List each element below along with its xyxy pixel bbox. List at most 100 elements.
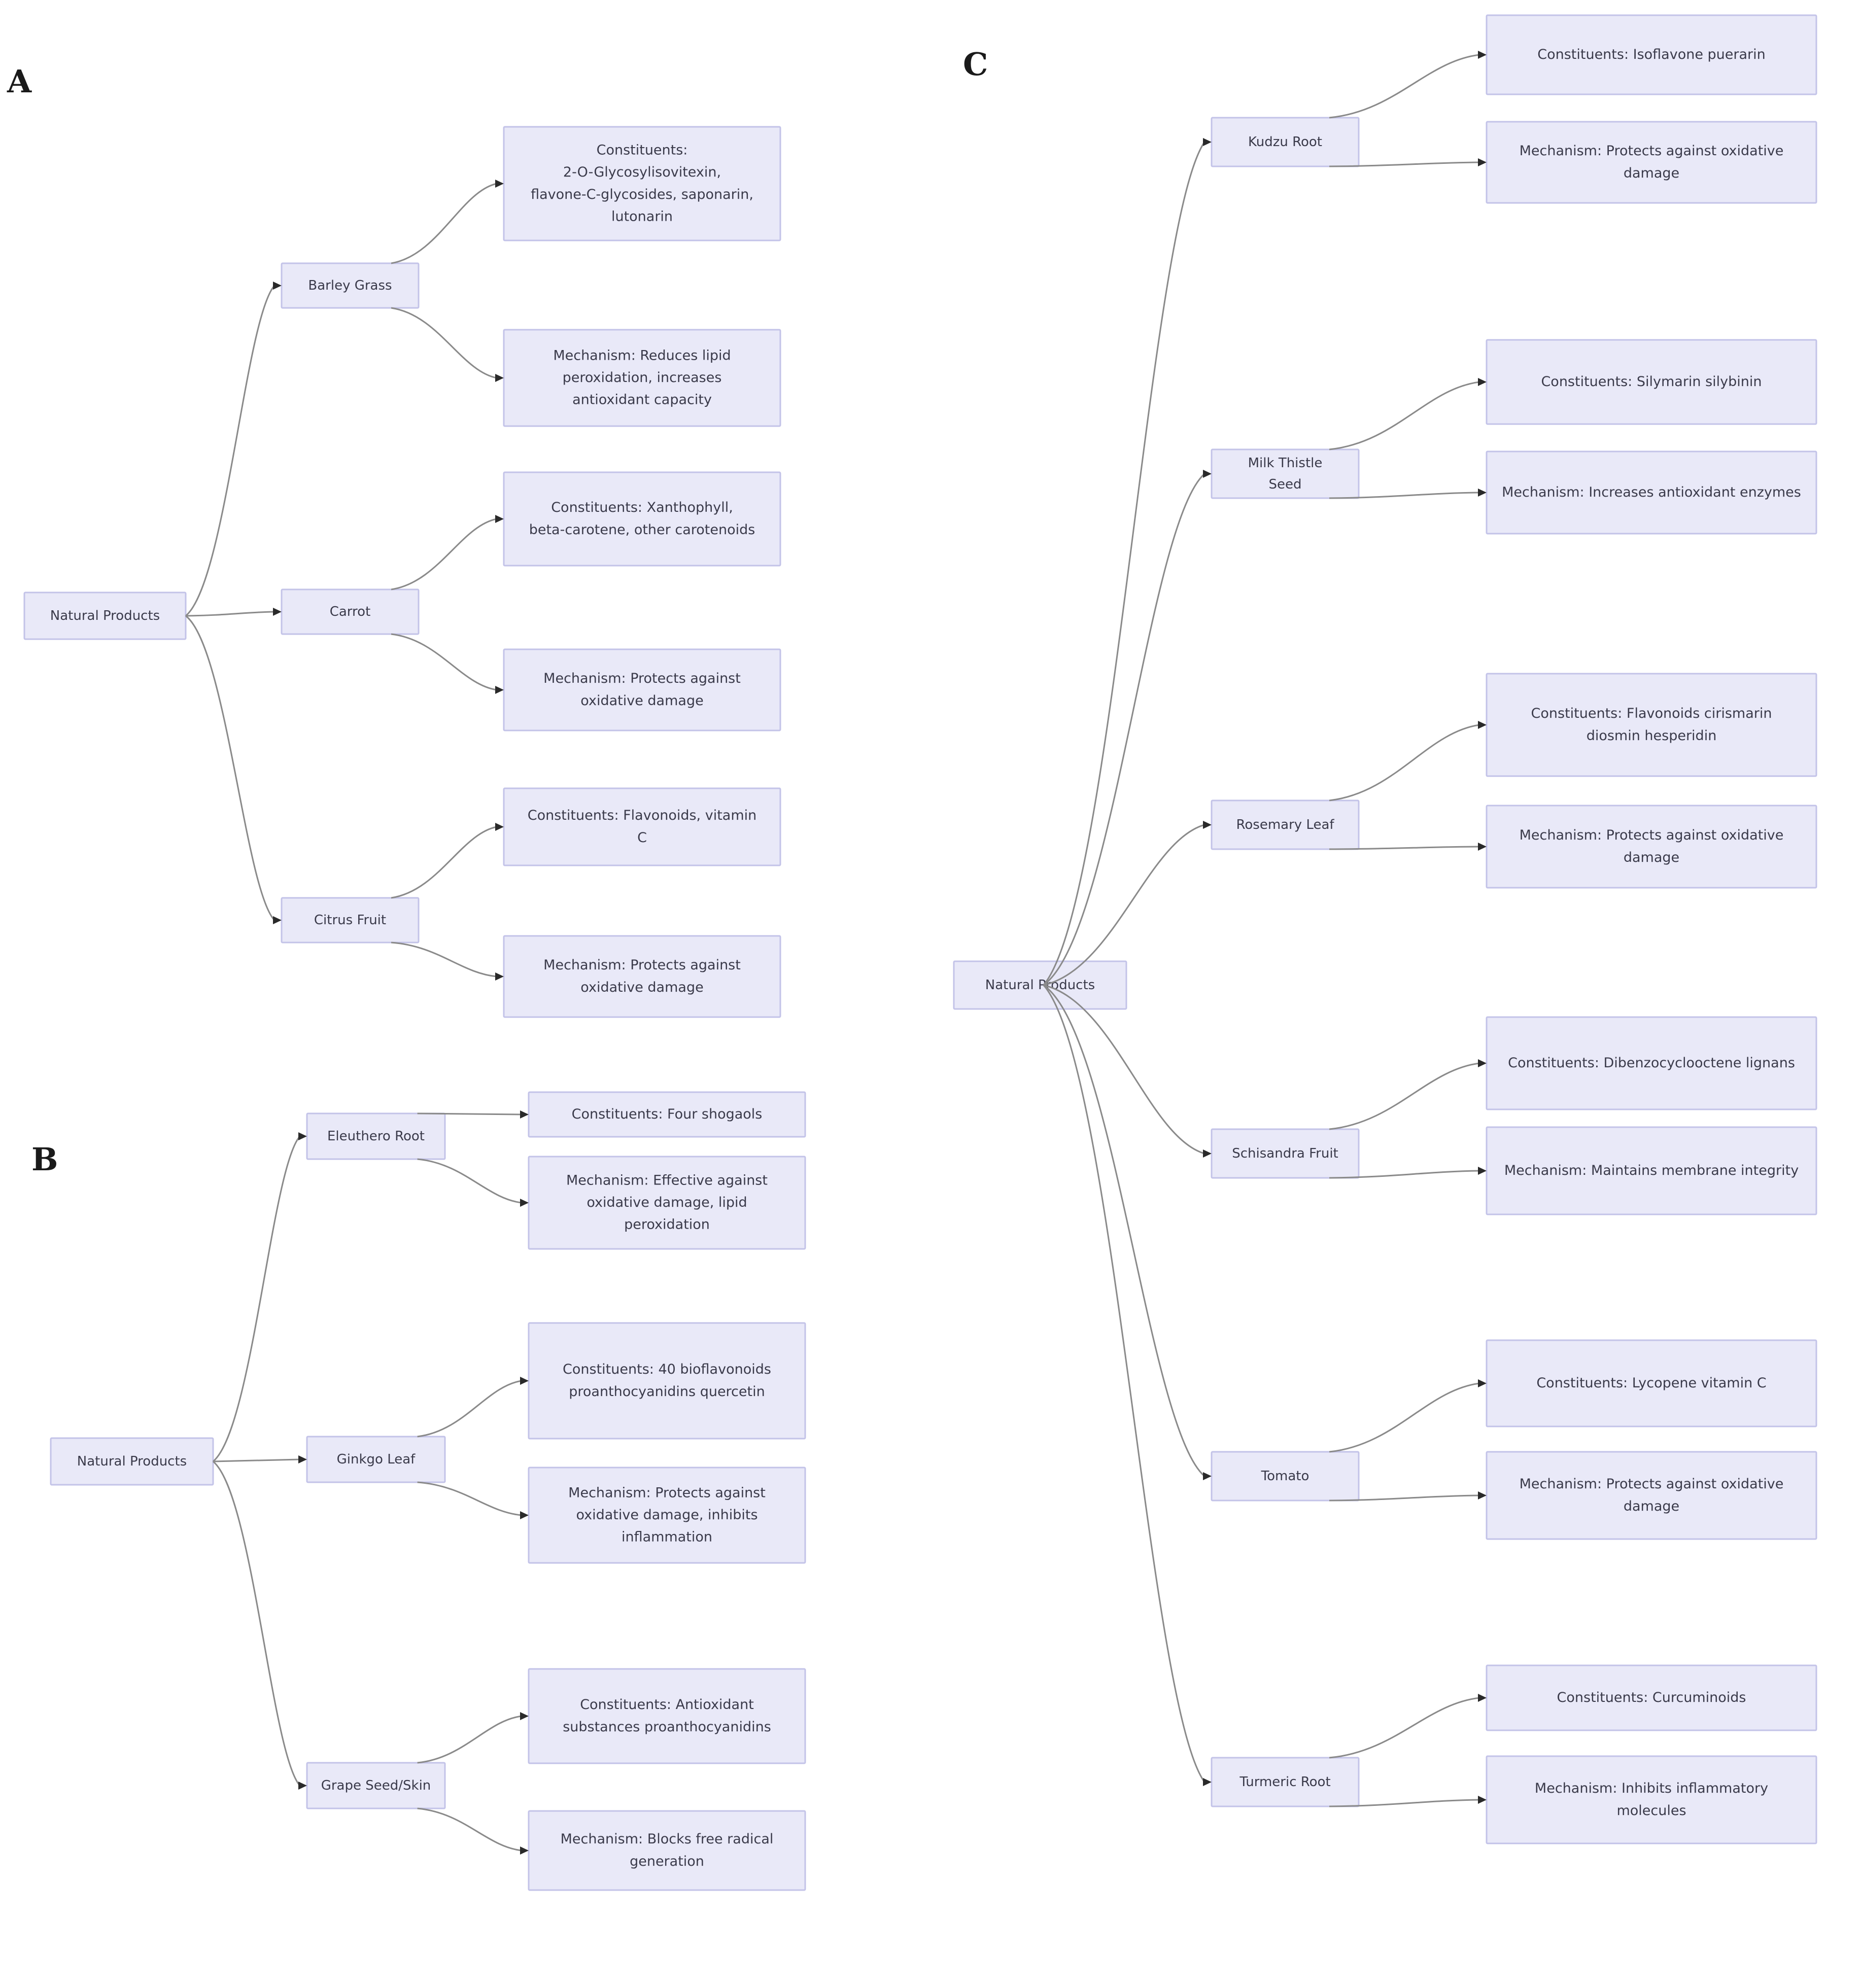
panel-a-edge-branch-3-to-mechanism (391, 941, 504, 981)
panel-b-branch-3-mechanism-box (528, 1810, 806, 1891)
panel-c-edge-branch-5-to-constituents-line (1329, 1382, 1480, 1453)
panel-a-branch-1-constituents[interactable]: Constituents:2-O-Glycosylisovitexin,flav… (503, 126, 781, 241)
panel-c-branch-2-mechanism[interactable]: Mechanism: Increases antioxidant enzymes (1486, 450, 1817, 535)
panel-c-branch-5[interactable]: Tomato (1211, 1451, 1360, 1502)
panel-c-branch-1-constituents[interactable]: Constituents: Isoflavone puerarin (1486, 14, 1817, 95)
panel-c-branch-6[interactable]: Turmeric Root (1211, 1757, 1360, 1807)
panel-c-edge-branch-1-to-mechanism-line (1329, 161, 1480, 167)
panel-a-edge-root-to-branch-1 (185, 282, 282, 617)
panel-c-edge-branch-3-to-constituents-arrowhead (1478, 721, 1487, 729)
panel-c-root-natural-products[interactable]: Natural Products (953, 960, 1127, 1010)
panel-c-branch-5-constituents[interactable]: Constituents: Lycopene vitamin C (1486, 1339, 1817, 1427)
panel-c-branch-5-mechanism-box (1486, 1451, 1817, 1540)
panel-a-branch-3-mechanism-box (503, 935, 781, 1018)
panel-c-edge-root-to-branch-4-line (1043, 984, 1205, 1155)
panel-b-edge-branch-1-to-constituents-arrowhead (520, 1110, 529, 1119)
panel-c-branch-4-label: Schisandra Fruit (1232, 1146, 1338, 1161)
panel-b-edge-branch-2-to-mechanism-line (417, 1481, 522, 1516)
panel-a-edge-branch-2-to-constituents (391, 515, 504, 590)
panel-a-edge-root-to-branch-3-arrowhead (273, 916, 282, 924)
panel-c-edge-root-to-branch-5-line (1043, 984, 1205, 1477)
panel-c-edge-root-to-branch-2 (1043, 470, 1212, 986)
panel-c-branch-1[interactable]: Kudzu Root (1211, 117, 1360, 167)
panel-b-branch-2[interactable]: Ginkgo Leaf (306, 1436, 446, 1483)
panel-b-edge-root-to-branch-1-line (213, 1136, 301, 1462)
panel-a-branch-3-constituents-box (503, 787, 781, 866)
panel-c-edge-branch-4-to-constituents (1329, 1059, 1487, 1130)
panel-a-branch-2[interactable]: Carrot (281, 588, 420, 635)
panel-a-root-natural-products[interactable]: Natural Products (23, 591, 187, 640)
panel-a-branch-3[interactable]: Citrus Fruit (281, 897, 420, 944)
panel-b-edge-branch-2-to-mechanism-arrowhead (520, 1511, 529, 1519)
panel-b-branch-1[interactable]: Eleuthero Root (306, 1112, 446, 1160)
panel-c-edge-branch-3-to-constituents-line (1329, 724, 1480, 801)
panel-c-edge-root-to-branch-5 (1043, 984, 1212, 1480)
panel-c-branch-4-mechanism-label: Mechanism: Maintains membrane integrity (1504, 1163, 1799, 1178)
panel-c-branch-4[interactable]: Schisandra Fruit (1211, 1128, 1360, 1179)
panel-c-edge-root-to-branch-6 (1043, 985, 1212, 1786)
panel-b-branch-1-constituents-label: Constituents: Four shogaols (572, 1106, 763, 1122)
panel-c-edge-root-to-branch-4 (1043, 984, 1212, 1158)
panel-c-branch-1-mechanism-box (1486, 121, 1817, 204)
panel-b-edge-root-to-branch-2 (213, 1455, 307, 1463)
panel-c-edge-root-to-branch-1-line (1043, 142, 1205, 986)
panel-a-edge-branch-3-to-constituents (391, 823, 504, 899)
panel-b-branch-2-constituents-box (528, 1322, 806, 1440)
panel-b-root-natural-products[interactable]: Natural Products (50, 1437, 214, 1486)
panel-c-edge-branch-2-to-mechanism-line (1329, 492, 1480, 499)
panel-b-edge-branch-1-to-constituents (417, 1110, 529, 1119)
panel-a-edge-branch-2-to-constituents-arrowhead (495, 515, 504, 523)
panel-a-branch-1[interactable]: Barley Grass (281, 262, 420, 309)
panel-a-edge-branch-2-to-mechanism-arrowhead (495, 686, 504, 694)
panel-c-edge-branch-5-to-constituents-arrowhead (1478, 1379, 1487, 1387)
panel-b-edge-branch-2-to-constituents-line (417, 1380, 522, 1438)
panel-b-branch-3[interactable]: Grape Seed/Skin (306, 1762, 446, 1809)
panel-a-edge-root-to-branch-3-line (185, 615, 275, 921)
panel-b-branch-1-constituents[interactable]: Constituents: Four shogaols (528, 1091, 806, 1138)
panel-c-edge-branch-4-to-mechanism-line (1329, 1170, 1480, 1179)
panel-a-branch-2-constituents[interactable]: Constituents: Xanthophyll,beta-carotene,… (503, 471, 781, 567)
panel-a-edge-root-to-branch-1-line (185, 285, 275, 617)
panel-b-edge-root-to-branch-1 (213, 1132, 307, 1462)
panel-c-edge-branch-2-to-mechanism (1329, 489, 1487, 499)
panel-b-edge-branch-3-to-constituents (417, 1712, 529, 1764)
panel-a-edge-branch-2-to-mechanism (391, 633, 504, 694)
panel-c-branch-3[interactable]: Rosemary Leaf (1211, 799, 1360, 850)
panel-a-edge-branch-2-to-constituents-line (391, 518, 497, 590)
panel-c-edge-branch-1-to-mechanism (1329, 158, 1487, 167)
panel-letter-b: B (31, 1141, 58, 1178)
panel-c-branch-4-mechanism[interactable]: Mechanism: Maintains membrane integrity (1486, 1126, 1817, 1215)
panel-c-branch-6-constituents[interactable]: Constituents: Curcuminoids (1486, 1664, 1817, 1731)
panel-b-edge-branch-2-to-constituents-arrowhead (520, 1377, 529, 1385)
panel-c-branch-2-constituents[interactable]: Constituents: Silymarin silybinin (1486, 339, 1817, 425)
panel-b-branch-1-label: Eleuthero Root (327, 1129, 425, 1144)
panel-c-branch-4-constituents[interactable]: Constituents: Dibenzocyclooctene lignans (1486, 1016, 1817, 1110)
panel-b-branch-3-constituents-box (528, 1668, 806, 1764)
panel-a-branch-2-mechanism-box (503, 648, 781, 731)
panel-c-edge-branch-6-to-constituents-line (1329, 1697, 1480, 1759)
panel-b-edge-branch-2-to-constituents (417, 1377, 529, 1438)
panel-b-edge-branch-3-to-constituents-line (417, 1715, 522, 1764)
